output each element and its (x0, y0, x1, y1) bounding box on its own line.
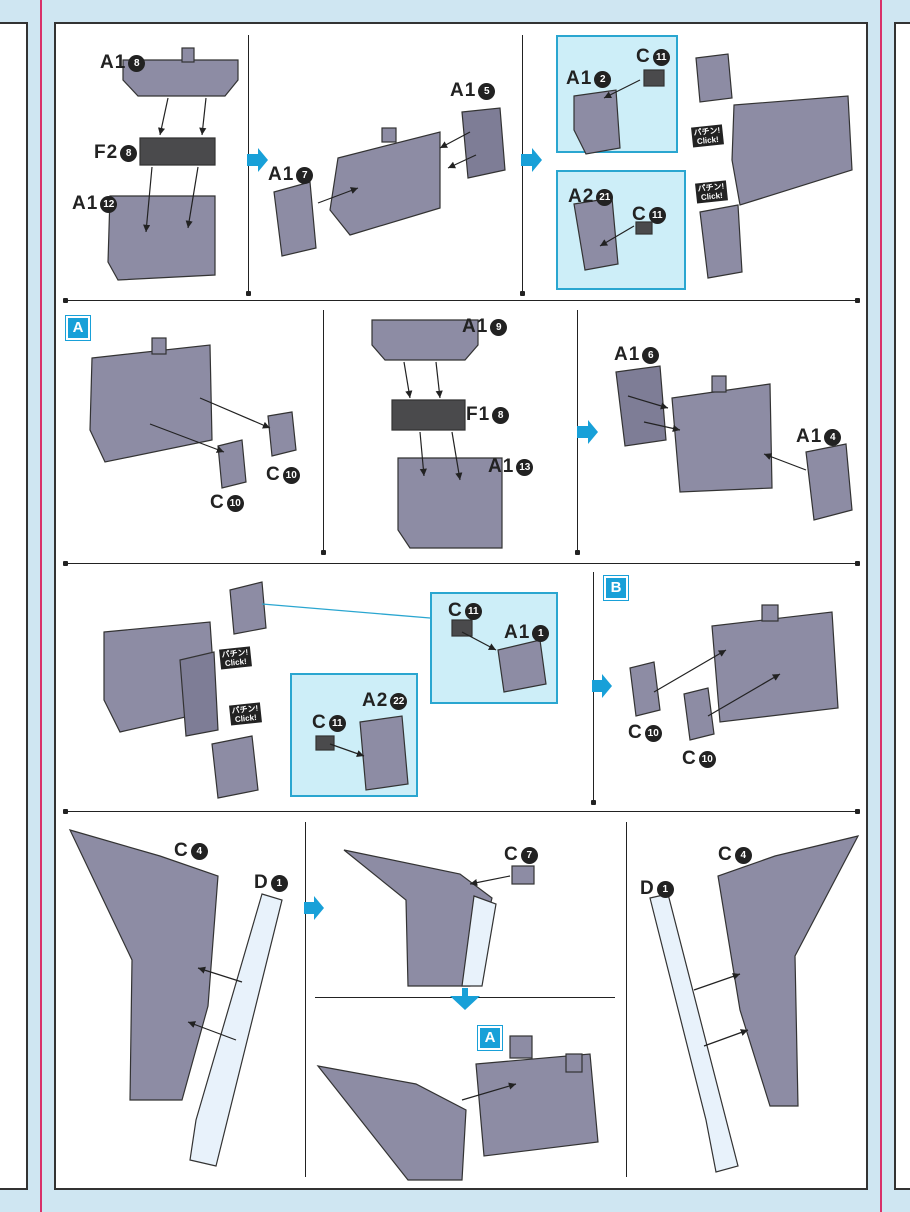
right-margin-line (880, 0, 882, 1212)
step-marker-b: B (603, 575, 629, 601)
left-page-edge (0, 22, 28, 1190)
right-page-edge (894, 22, 910, 1190)
click-sound-badge: パチン!Click! (219, 646, 252, 670)
left-margin-line (40, 0, 42, 1212)
row-divider-2 (65, 563, 857, 564)
col-divider (305, 822, 306, 1177)
col-divider (626, 822, 627, 1177)
row-divider-3 (65, 811, 857, 812)
click-sound-badge: パチン!Click! (229, 702, 262, 726)
click-sound-badge: パチン!Click! (695, 180, 728, 204)
col-divider (323, 310, 324, 552)
step-marker-a: A (65, 315, 91, 341)
step-marker-a: A (477, 1025, 503, 1051)
detail-callout (556, 170, 686, 290)
row-divider-1 (65, 300, 857, 301)
click-sound-badge: パチン!Click! (691, 124, 724, 148)
